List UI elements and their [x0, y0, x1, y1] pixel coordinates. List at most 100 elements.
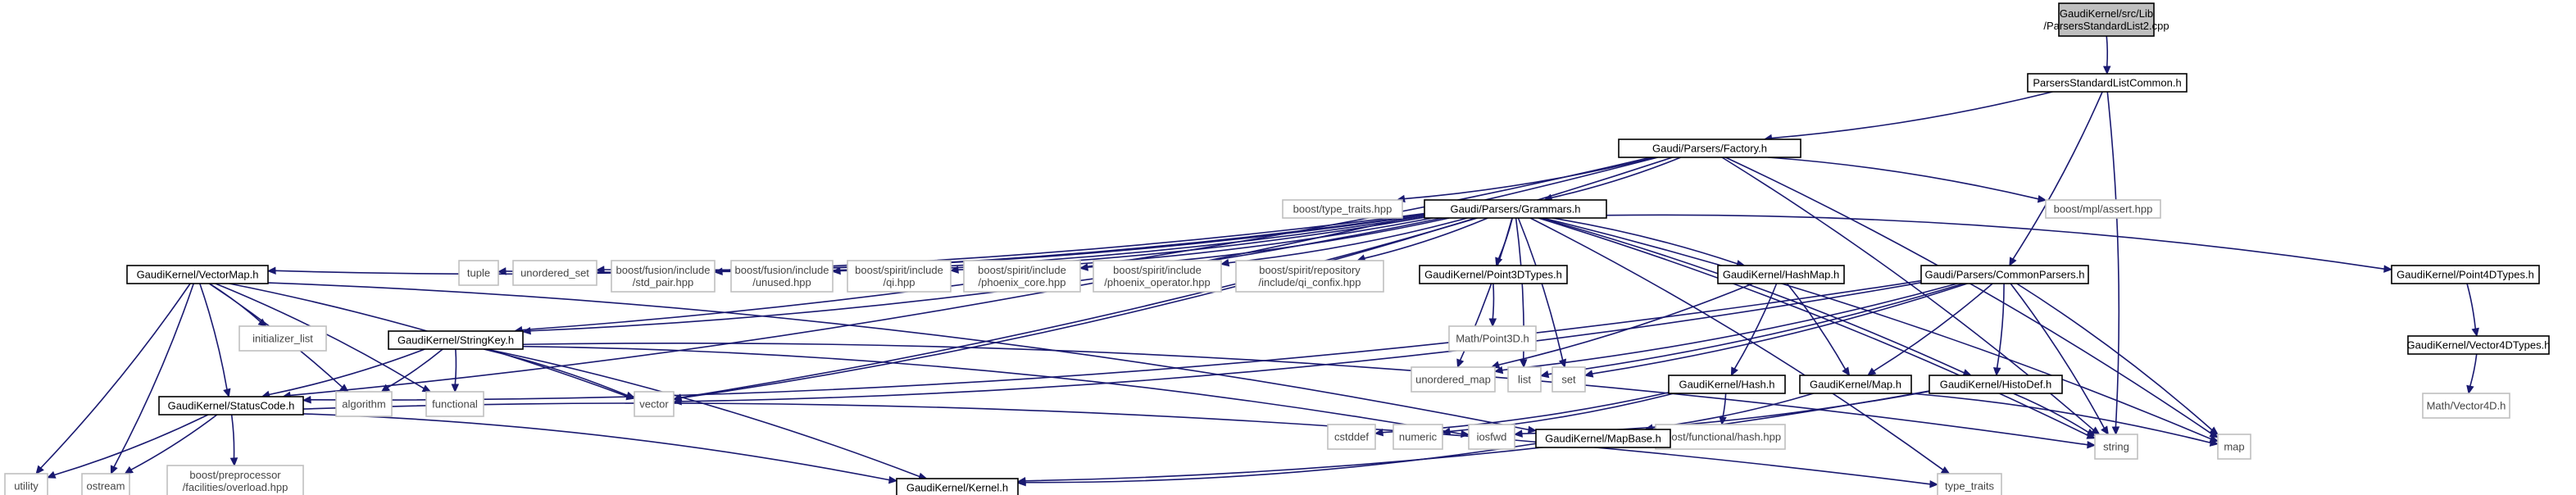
node-label-root-1: /ParsersStandardList2.cpp — [2043, 20, 2169, 32]
edge-root-to-pslc — [2102, 35, 2111, 75]
node-label-map_h: GaudiKernel/Map.h — [1810, 379, 1901, 391]
node-label-point3d: GaudiKernel/Point3DTypes.h — [1424, 269, 1562, 281]
edge-commonparsers-to-string — [2010, 283, 2109, 436]
edge-factory-to-stringkey — [513, 157, 1651, 334]
edge-statuscode-to-type_traits — [302, 402, 1939, 488]
node-iosfwd: iosfwd — [1468, 424, 1515, 450]
node-statuscode[interactable]: GaudiKernel/StatusCode.h — [158, 396, 304, 416]
node-numeric: numeric — [1392, 424, 1443, 450]
node-cstddef: cstddef — [1327, 424, 1376, 450]
node-initializer_list: initializer_list — [239, 325, 327, 352]
edge-stringkey-to-functional — [451, 348, 460, 393]
node-label-math_point3d: Math/Point3D.h — [1456, 333, 1529, 345]
edge-hashmap-to-hash — [1730, 283, 1778, 377]
edge-grammars-to-hashmap — [1552, 217, 1746, 268]
node-unused: boost/fusion/include/unused.hpp — [730, 260, 834, 293]
node-label-type_traits: type_traits — [1945, 480, 1994, 493]
node-label-phoenix_core-1: /phoenix_core.hpp — [979, 276, 1066, 288]
node-mpl_assert: boost/mpl/assert.hpp — [2045, 199, 2161, 219]
edge-statuscode-to-kernel — [302, 413, 898, 484]
node-label-boost_hash: boost/functional/hash.hpp — [1660, 431, 1781, 443]
node-label-grammars: Gaudi/Parsers/Grammars.h — [1451, 203, 1581, 216]
node-commonparsers[interactable]: Gaudi/Parsers/CommonParsers.h — [1920, 265, 2089, 284]
node-root[interactable]: GaudiKernel/src/Lib/ParsersStandardList2… — [2043, 2, 2169, 37]
edge-vector4d-to-math_vector4d — [2466, 353, 2478, 395]
node-label-unused-0: boost/fusion/include — [735, 264, 829, 276]
node-label-phoenix_operator-1: /phoenix_operator.hpp — [1104, 276, 1210, 288]
node-label-mapbase: GaudiKernel/MapBase.h — [1545, 433, 1661, 445]
node-vector4d[interactable]: GaudiKernel/Vector4DTypes.h — [2407, 335, 2551, 355]
node-label-qi-0: boost/spirit/include — [855, 264, 943, 276]
edge-grammars-to-point4d — [1606, 214, 2393, 273]
edge-point3d-to-math_point3d — [1488, 283, 1497, 328]
node-label-statuscode: GaudiKernel/StatusCode.h — [168, 400, 295, 412]
node-boost_hash: boost/functional/hash.hpp — [1655, 424, 1786, 450]
edge-grammars-to-stringkey — [521, 217, 1443, 335]
node-label-functional: functional — [432, 398, 478, 411]
edge-map_h-to-map — [1910, 393, 2219, 447]
node-stringkey[interactable]: GaudiKernel/StringKey.h — [388, 330, 524, 350]
node-label-stringkey: GaudiKernel/StringKey.h — [398, 334, 514, 347]
edge-histodef-to-string — [2012, 393, 2097, 437]
node-label-hashmap: GaudiKernel/HashMap.h — [1723, 269, 1839, 281]
edge-vectormap-to-statuscode — [199, 283, 231, 398]
edge-vectormap-to-ostream — [110, 283, 194, 475]
edge-grammars-to-phoenix_operator — [1220, 217, 1468, 267]
node-label-vector4d: GaudiKernel/Vector4DTypes.h — [2407, 339, 2551, 352]
node-overload: boost/preprocessor/facilities/overload.h… — [166, 465, 304, 495]
node-map_h[interactable]: GaudiKernel/Map.h — [1799, 375, 1912, 394]
node-type_traits: type_traits — [1937, 473, 2002, 495]
node-label-point4d: GaudiKernel/Point4DTypes.h — [2397, 269, 2534, 281]
node-hashmap[interactable]: GaudiKernel/HashMap.h — [1717, 265, 1845, 284]
node-label-histodef: GaudiKernel/HistoDef.h — [1940, 379, 2052, 391]
node-map: map — [2217, 434, 2251, 460]
node-label-vector: vector — [639, 398, 669, 411]
node-label-initializer_list: initializer_list — [252, 333, 313, 345]
node-label-qi_confix-0: boost/spirit/repository — [1259, 264, 1361, 276]
node-mapbase[interactable]: GaudiKernel/MapBase.h — [1535, 429, 1671, 448]
node-label-utility: utility — [14, 480, 39, 493]
edge-statuscode-to-utility — [46, 414, 209, 479]
node-label-unordered_map: unordered_map — [1415, 374, 1491, 386]
node-factory[interactable]: Gaudi/Parsers/Factory.h — [1618, 139, 1801, 158]
edge-grammars-to-histodef — [1539, 217, 1973, 377]
node-label-qi_confix-1: /include/qi_confix.hpp — [1258, 276, 1361, 288]
node-label-iosfwd: iosfwd — [1477, 431, 1507, 443]
node-point3d[interactable]: GaudiKernel/Point3DTypes.h — [1419, 265, 1568, 284]
node-vector: vector — [634, 391, 675, 417]
node-label-phoenix_core-0: boost/spirit/include — [978, 264, 1066, 276]
node-unordered_map: unordered_map — [1411, 366, 1496, 393]
node-phoenix_operator: boost/spirit/include/phoenix_operator.hp… — [1093, 260, 1222, 293]
node-hash[interactable]: GaudiKernel/Hash.h — [1668, 375, 1786, 394]
node-algorithm: algorithm — [335, 391, 393, 417]
node-list: list — [1507, 366, 1542, 393]
node-label-qi-1: /qi.hpp — [883, 276, 915, 288]
node-ostream: ostream — [81, 473, 130, 495]
node-label-kernel: GaudiKernel/Kernel.h — [906, 482, 1008, 494]
node-label-ostream: ostream — [87, 480, 125, 493]
node-label-string: string — [2103, 441, 2129, 453]
edge-commonparsers-to-map_h — [1866, 283, 1993, 376]
edge-grammars-to-qi_confix — [1356, 217, 1488, 262]
node-kernel[interactable]: GaudiKernel/Kernel.h — [896, 478, 1019, 495]
node-vectormap[interactable]: GaudiKernel/VectorMap.h — [126, 265, 269, 284]
node-math_vector4d: Math/Vector4D.h — [2422, 393, 2510, 419]
node-qi: boost/spirit/include/qi.hpp — [847, 260, 952, 293]
node-label-math_vector4d: Math/Vector4D.h — [2427, 400, 2506, 412]
edge-commonparsers-to-set — [1583, 283, 1968, 378]
node-math_point3d: Math/Point3D.h — [1448, 325, 1537, 352]
node-point4d[interactable]: GaudiKernel/Point4DTypes.h — [2391, 265, 2540, 284]
node-histodef[interactable]: GaudiKernel/HistoDef.h — [1929, 375, 2063, 394]
edge-commonparsers-to-histodef — [1992, 283, 2005, 377]
node-type_traits_hpp: boost/type_traits.hpp — [1282, 199, 1403, 219]
node-label-commonparsers: Gaudi/Parsers/CommonParsers.h — [1924, 269, 2084, 281]
node-label-pslc: ParsersStandardListCommon.h — [2033, 77, 2181, 89]
node-grammars[interactable]: Gaudi/Parsers/Grammars.h — [1424, 199, 1607, 219]
node-label-numeric: numeric — [1399, 431, 1438, 443]
node-label-type_traits_hpp: boost/type_traits.hpp — [1293, 203, 1392, 216]
edge-pslc-to-factory — [1763, 91, 2053, 143]
node-label-map: map — [2224, 441, 2244, 453]
node-phoenix_core: boost/spirit/include/phoenix_core.hpp — [963, 260, 1081, 293]
node-pslc[interactable]: ParsersStandardListCommon.h — [2027, 73, 2188, 93]
node-label-algorithm: algorithm — [342, 398, 385, 411]
